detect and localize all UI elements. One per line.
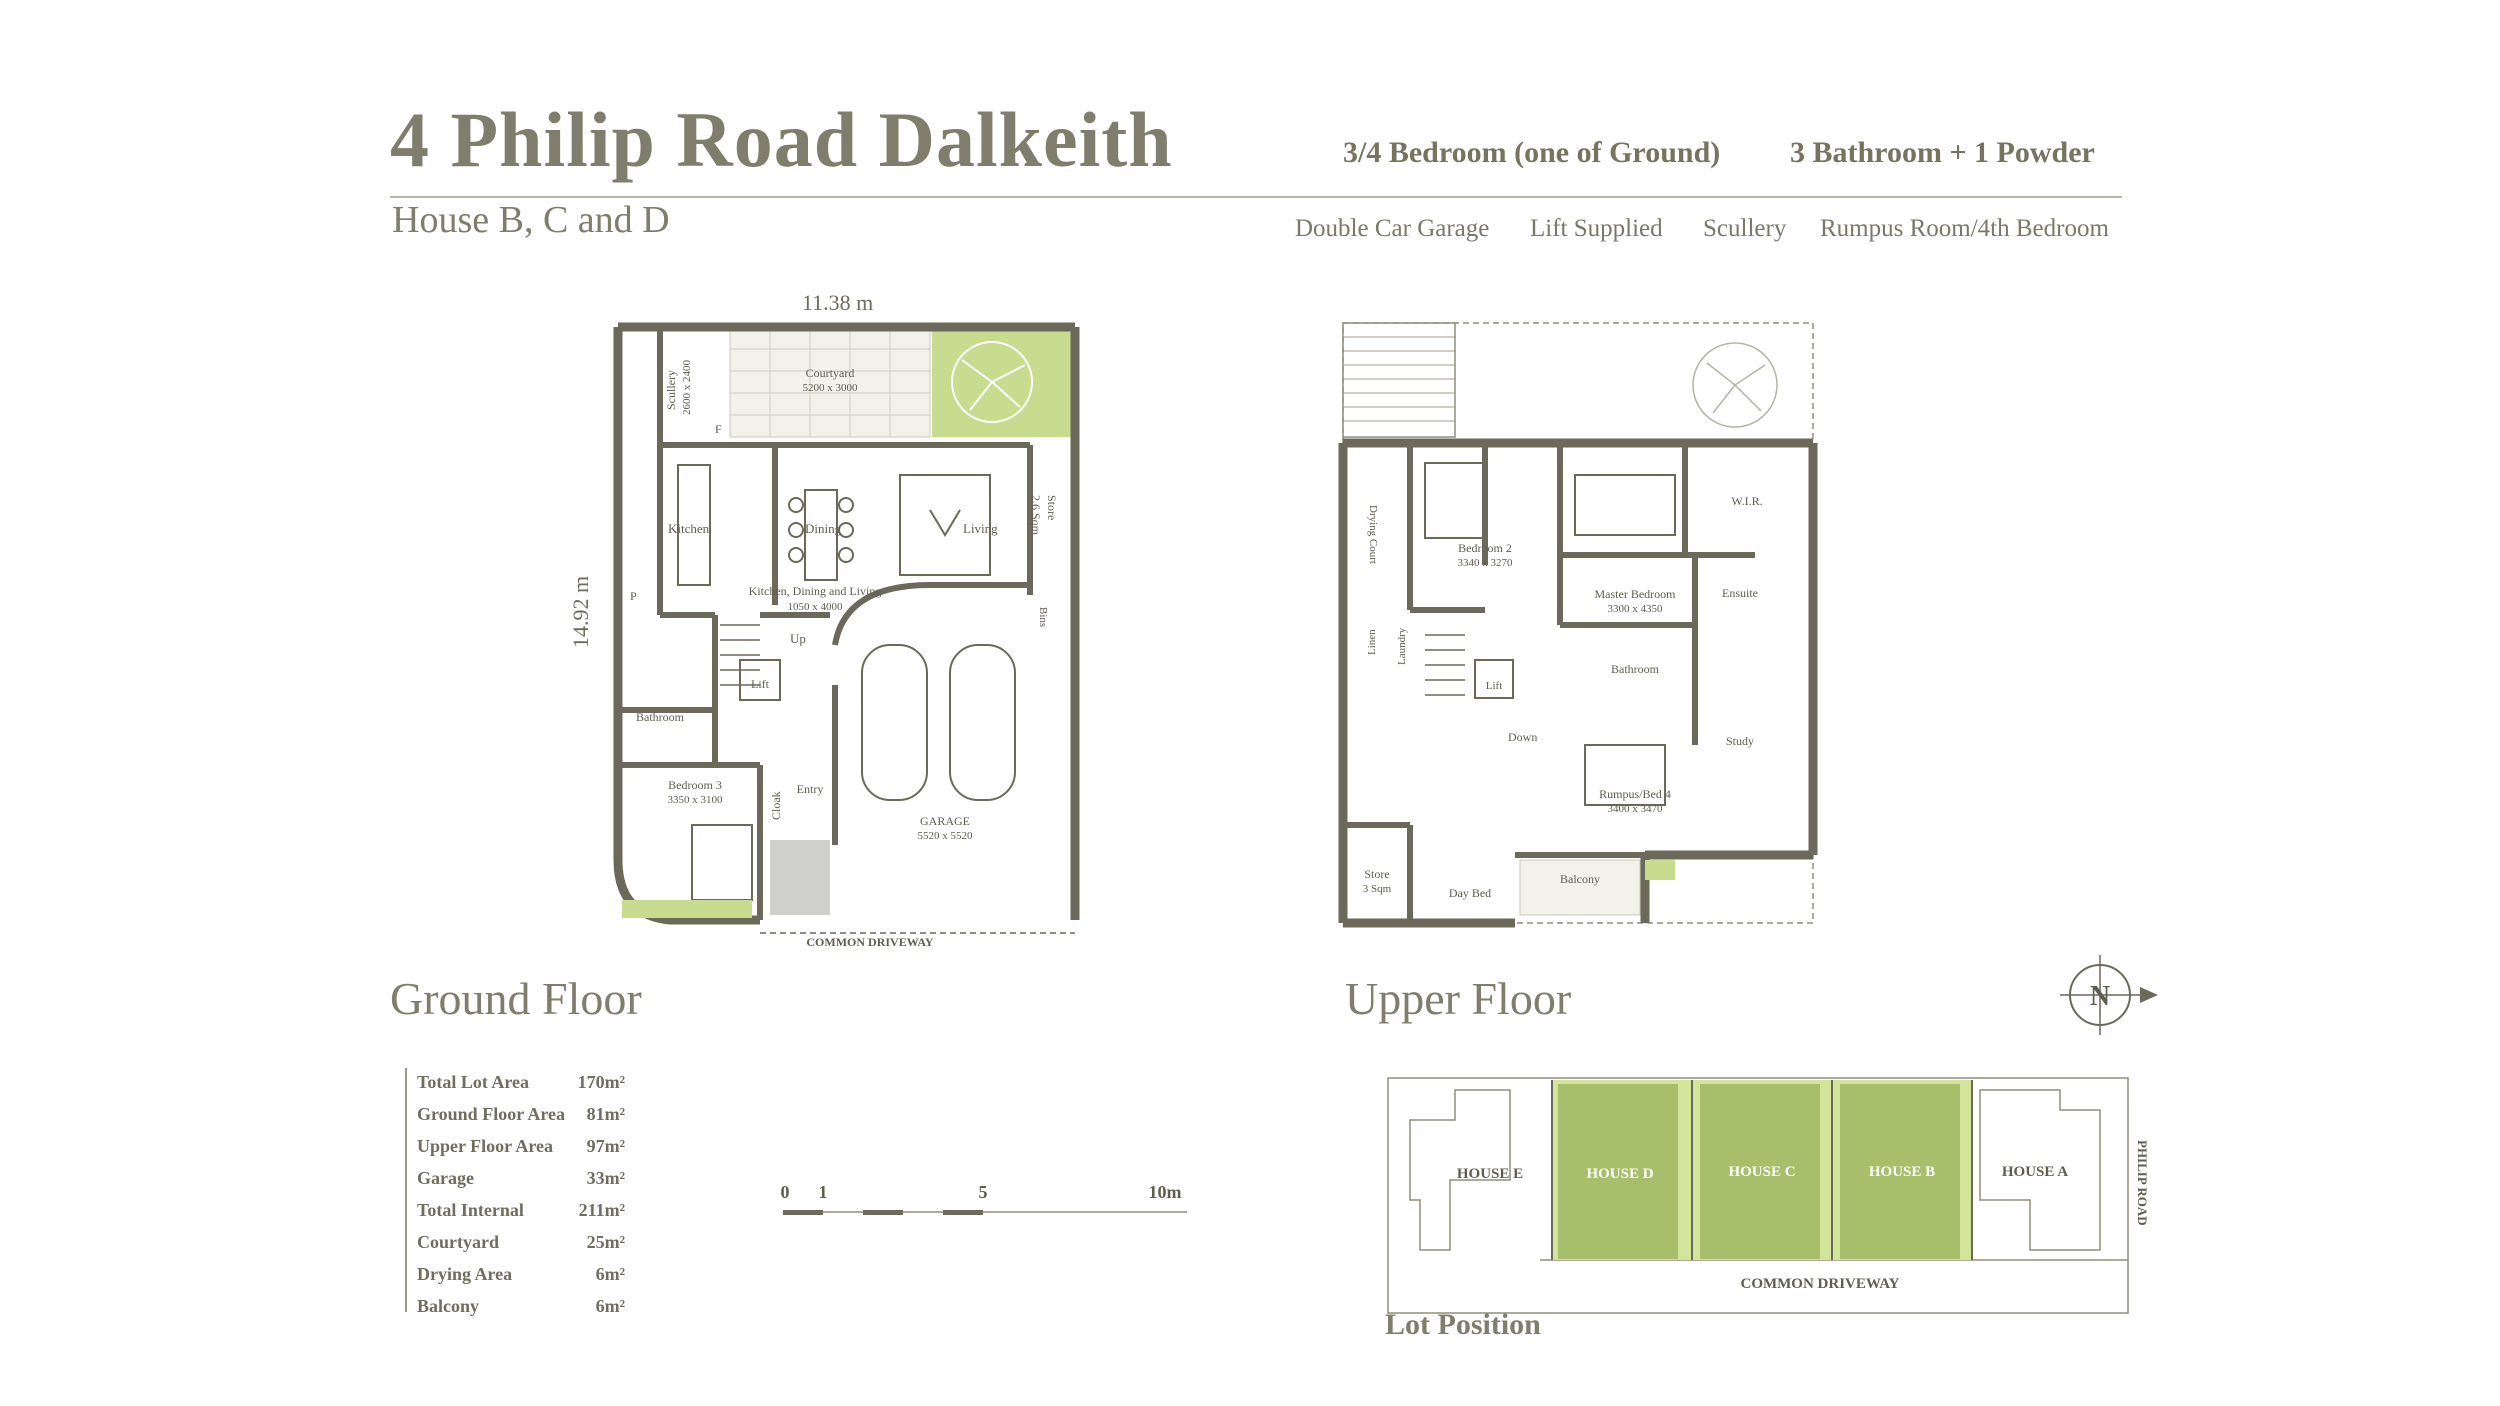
gf-bedroom3-label: Bedroom 3 (668, 778, 722, 792)
gf-garage-label: GARAGE (920, 814, 970, 828)
gf-entry-label: Entry (797, 782, 824, 796)
areas-bar (405, 1068, 407, 1312)
scale-bar: 0 1 5 10m (781, 1182, 1187, 1215)
uf-study-label: Study (1726, 734, 1754, 748)
upper-tree (1692, 342, 1778, 428)
uf-rumpus-size: 3400 x 3470 (1608, 803, 1664, 815)
ground-depth-label: 14.92 m (568, 575, 593, 648)
bathroom-count: 3 Bathroom + 1 Powder (1790, 136, 2095, 169)
ground-floor-title: Ground Floor (390, 973, 642, 1024)
gf-scullery-size: 2600 x 2400 (681, 360, 693, 416)
uf-wir-label: W.I.R. (1731, 494, 1762, 508)
bedroom-count: 3/4 Bedroom (one of Ground) (1343, 136, 1721, 169)
gf-pantry-label: P (630, 589, 637, 603)
lot-position-title: Lot Position (1385, 1308, 1541, 1341)
scale-label-0: 0 (781, 1182, 790, 1202)
compass-icon: N (2060, 955, 2158, 1035)
gf-bedroom3-size: 3350 x 3100 (668, 794, 724, 806)
page-title: 4 Philip Road Dalkeith (390, 96, 1173, 183)
uf-down-label: Down (1508, 730, 1537, 744)
gf-kdl-size: 1050 x 4000 (788, 601, 844, 613)
uf-ensuite-label: Ensuite (1722, 586, 1758, 600)
uf-master-label: Master Bedroom (1595, 587, 1677, 601)
header-divider (390, 196, 2122, 198)
gf-scullery-label: Scullery (664, 370, 678, 410)
gf-kdl-label: Kitchen, Dining and Living (749, 584, 882, 598)
gf-driveway-label: COMMON DRIVEWAY (806, 935, 934, 949)
gf-store-label: Store (1045, 495, 1059, 520)
lot-driveway-label: COMMON DRIVEWAY (1740, 1276, 1899, 1292)
uf-store-label: Store (1364, 867, 1389, 881)
lot-house-e: HOUSE E (1457, 1166, 1523, 1182)
ground-width-label: 11.38 m (802, 290, 874, 315)
uf-laundry-label: Laundry (1396, 627, 1408, 665)
uf-balcony-label: Balcony (1560, 872, 1600, 886)
scale-label-5: 5 (979, 1182, 988, 1202)
gf-living-label: Living (963, 521, 998, 536)
compass-letter: N (2090, 981, 2110, 1012)
gf-bins-label: Bins (1037, 607, 1049, 627)
garden-area (932, 327, 1072, 437)
uf-drying-label: Drying Court (1367, 505, 1379, 564)
feature-rumpus: Rumpus Room/4th Bedroom (1820, 215, 2109, 242)
ground-floor-plan: Courtyard 5200 x 3000 Scullery 2600 x 24… (613, 322, 1080, 949)
lot-house-b: HOUSE B (1869, 1164, 1935, 1180)
uf-daybed-label: Day Bed (1449, 886, 1491, 900)
scale-label-10: 10m (1149, 1182, 1182, 1202)
lot-house-c: HOUSE C (1728, 1164, 1795, 1180)
uf-store-size: 3 Sqm (1363, 883, 1392, 895)
scale-label-1: 1 (819, 1182, 828, 1202)
uf-linen-label: Linen (1366, 629, 1378, 655)
feature-lift: Lift Supplied (1530, 215, 1663, 242)
uf-bathroom-label: Bathroom (1611, 662, 1660, 676)
lot-house-d: HOUSE D (1586, 1166, 1653, 1182)
gf-bathroom-label: Bathroom (636, 710, 685, 724)
uf-master-size: 3300 x 4350 (1608, 603, 1664, 615)
gf-courtyard-label: Courtyard (806, 366, 855, 380)
uf-bedroom2-size: 3340 x 3270 (1458, 557, 1514, 569)
gf-cloak-label: Cloak (769, 791, 783, 820)
lot-road-label: PHILIP ROAD (2135, 1140, 2150, 1226)
gf-garage-size: 5520 x 5520 (918, 830, 974, 842)
upper-floor-title: Upper Floor (1345, 973, 1572, 1024)
feature-scullery: Scullery (1703, 215, 1787, 242)
uf-rumpus-label: Rumpus/Bed 4 (1599, 787, 1671, 801)
gf-lift-label: Lift (751, 677, 770, 691)
gf-fridge-label: F (715, 422, 722, 436)
gf-store-size: 2.6 Sqm (1029, 495, 1043, 536)
lot-house-a: HOUSE A (2002, 1164, 2068, 1180)
garden-tree (951, 341, 1033, 423)
uf-bedroom2-label: Bedroom 2 (1458, 541, 1512, 555)
gf-dining-label: Dining (805, 521, 842, 536)
upper-floor-plan: Drying Court Bedroom 2 3340 x 3270 Maste… (1338, 322, 1818, 928)
gf-kitchen-label: Kitchen (668, 521, 710, 536)
page-subtitle: House B, C and D (392, 199, 670, 241)
lot-position-map: HOUSE E HOUSE D HOUSE C HOUSE B HOUSE A … (1387, 1077, 2150, 1314)
gf-up-label: Up (790, 631, 806, 646)
feature-garage: Double Car Garage (1295, 215, 1490, 242)
uf-lift-label: Lift (1486, 680, 1503, 692)
gf-courtyard-size: 5200 x 3000 (803, 382, 859, 394)
